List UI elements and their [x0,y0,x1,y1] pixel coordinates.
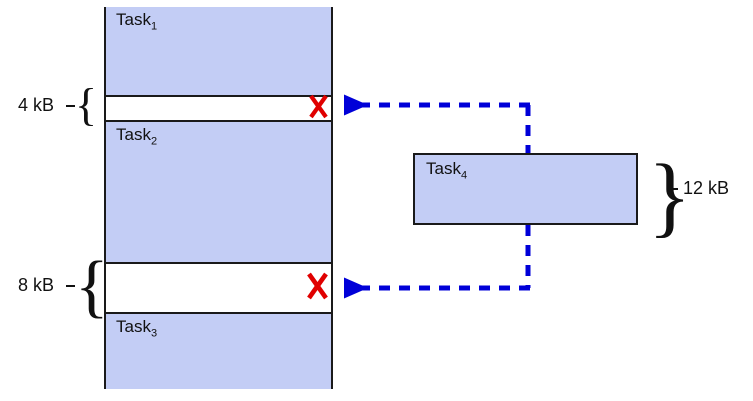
hole-8kb-size-label: 8 kB [18,275,55,295]
main-memory-column: Task1 Task2 Task3 [104,7,333,389]
hole-4kb-brace: { [75,79,98,130]
memory-segment-task3: Task3 [106,312,331,389]
task4-size-label: 12 kB [683,178,730,198]
memory-segment-task2: Task2 [106,120,331,264]
task4-size-brace: } [648,147,692,246]
hole-4kb-tick [66,105,75,107]
memory-segment-task2-label: Task2 [116,125,158,148]
memory-segment-task1: Task1 [106,7,331,97]
memory-hole-4kb [106,97,331,120]
task4-block: Task4 [413,153,638,225]
task4-size-tick [668,188,678,190]
task4-label: Task4 [426,159,468,182]
hole-8kb-brace: { [75,248,109,325]
hole-8kb-tick [66,285,75,287]
memory-segment-task1-label: Task1 [116,10,158,33]
hole-4kb-size-label: 4 kB [18,95,55,115]
memory-segment-task3-label: Task3 [116,317,158,340]
memory-hole-8kb [106,264,331,312]
